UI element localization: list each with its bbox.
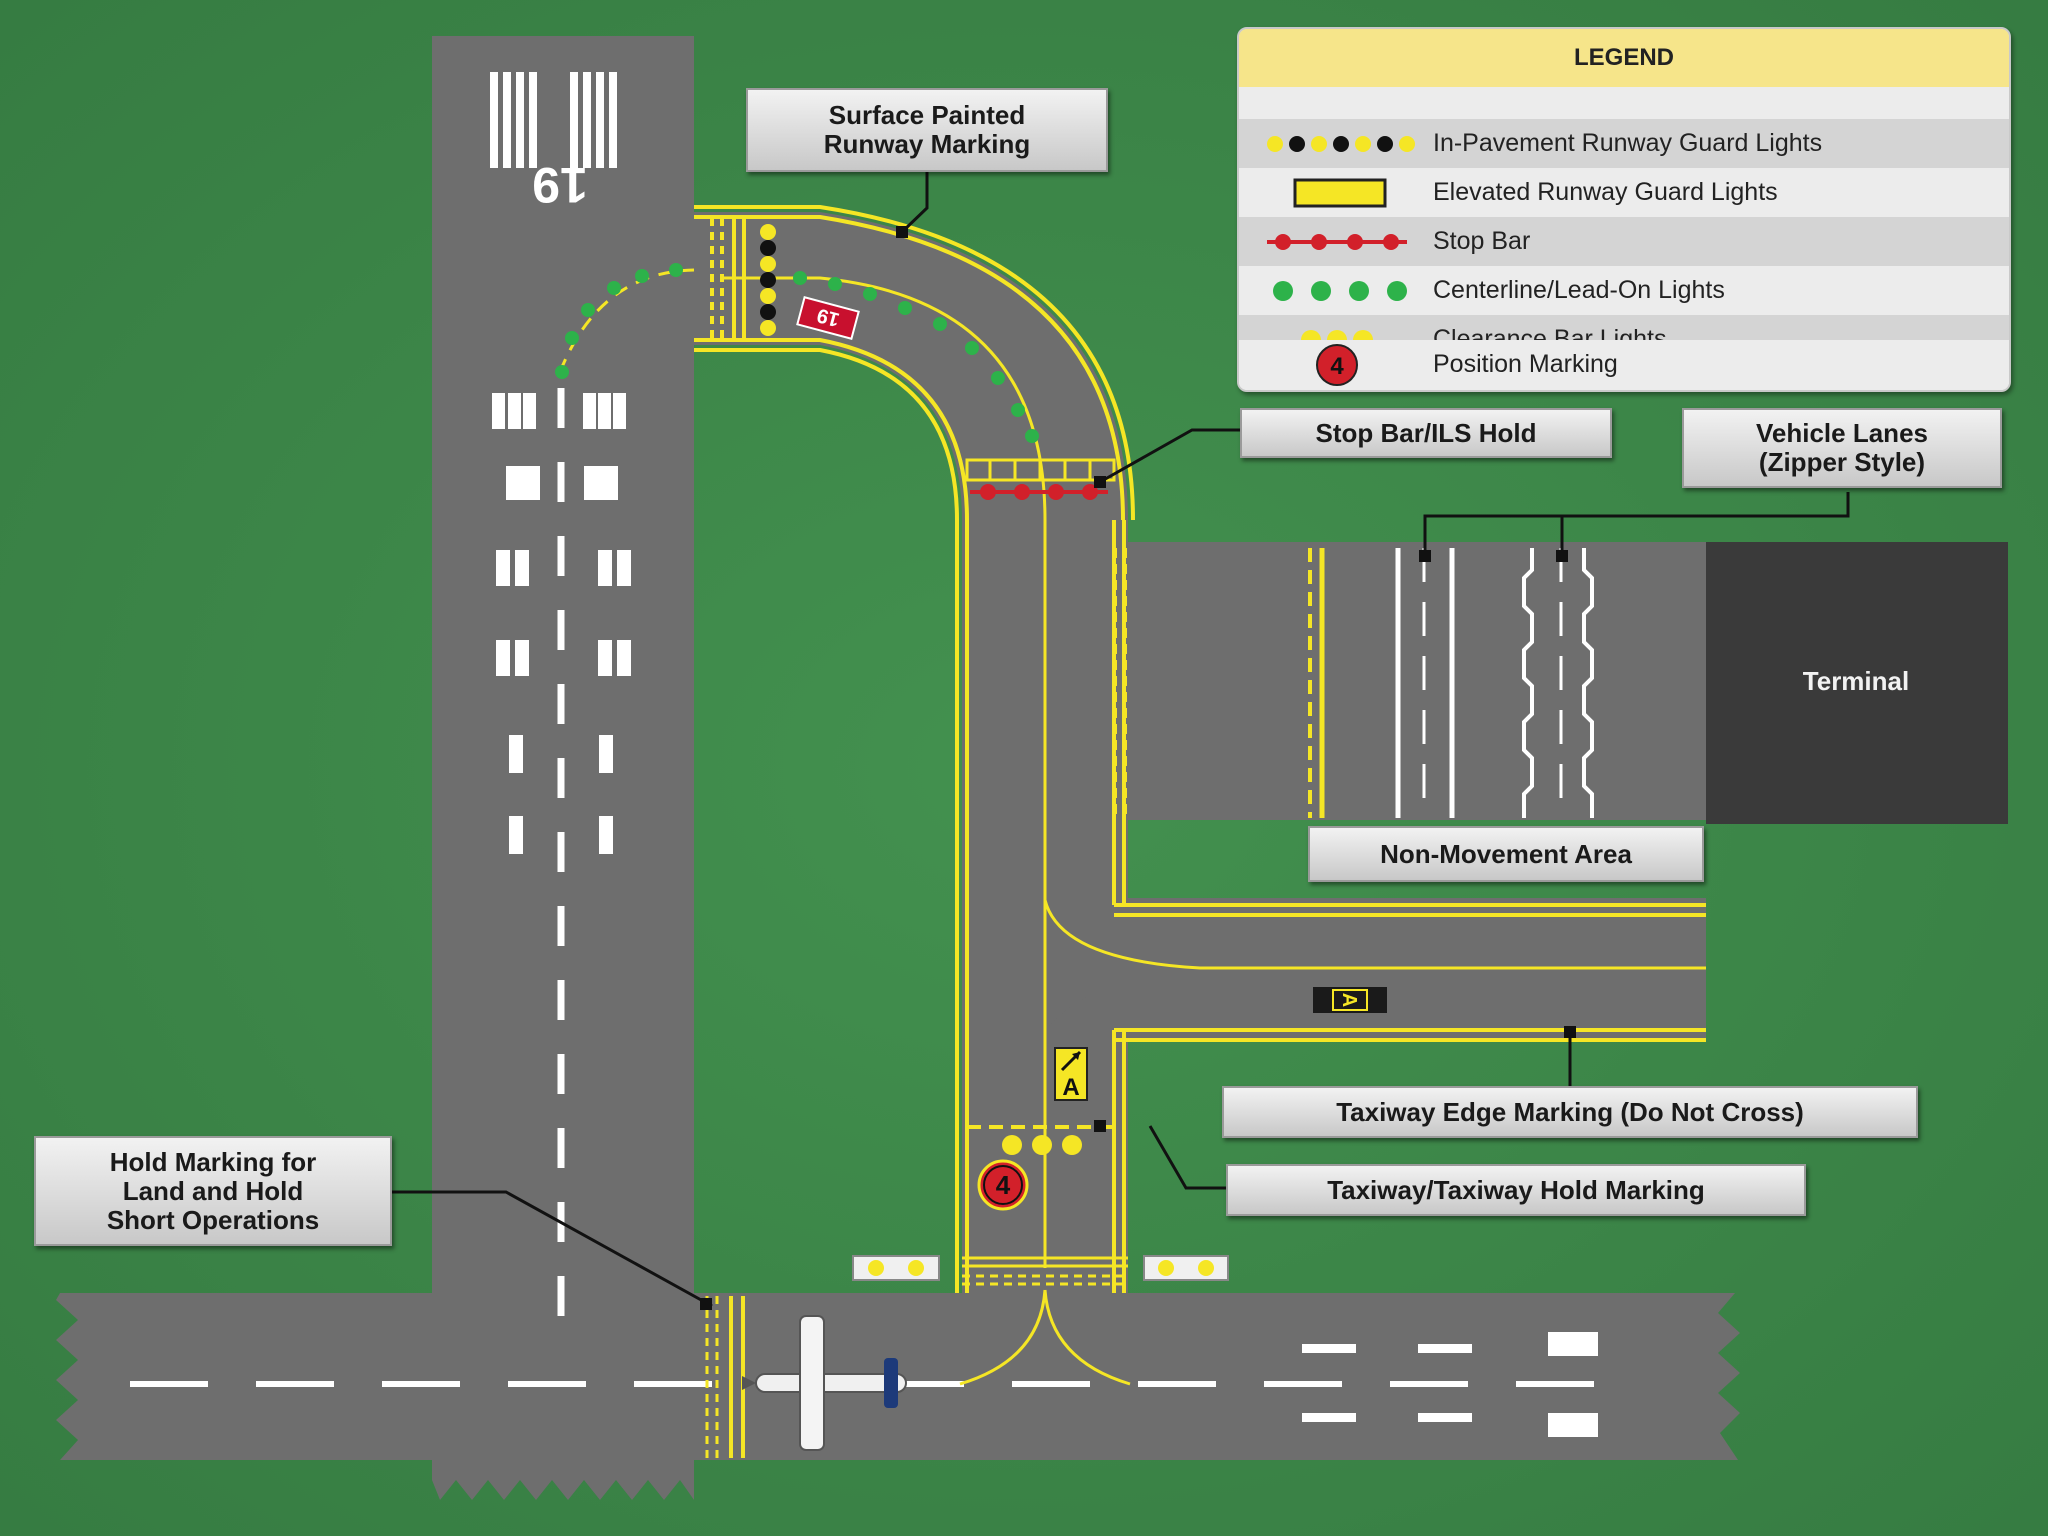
taxiway-curved: [694, 212, 1128, 1293]
taxiway-fillet: [1040, 898, 1200, 1038]
non-movement-area-callout: Non-Movement Area: [1308, 826, 1704, 882]
taxiway-direction-text: A: [1062, 1074, 1079, 1101]
legend-label: Position Marking: [1433, 350, 1618, 378]
vehicle-lanes: [1395, 548, 1594, 818]
crossing-runway-touchdown-markings: [1302, 1332, 1598, 1437]
centerline-lights-icon: [1273, 281, 1407, 301]
runway-19-pavement: [432, 36, 694, 1296]
taxiway-edge-marking-callout: Taxiway Edge Marking (Do Not Cross): [1222, 1086, 1918, 1138]
terminal-label: Terminal: [1802, 666, 1910, 696]
taxiway-location-text: A: [1338, 993, 1360, 1007]
terminal-building: [1706, 542, 2008, 824]
aircraft-icon: [742, 1315, 907, 1451]
taxiway-edge-lines: [694, 205, 1706, 1293]
vehicle-lanes-callout: Vehicle Lanes (Zipper Style): [1682, 408, 2002, 488]
taxiway-location-sign: A: [1313, 987, 1387, 1013]
elevated-runway-guard-lights-left: [852, 1255, 940, 1281]
runway-number-19: 19: [532, 157, 588, 213]
legend-label: Stop Bar: [1433, 227, 1531, 255]
legend-label: Elevated Runway Guard Lights: [1433, 178, 1778, 206]
leader-anchors: [700, 226, 1576, 1310]
runway-torn-edge: [432, 1460, 694, 1500]
taxiway-hold-marking-callout: Taxiway/Taxiway Hold Marking: [1226, 1164, 1806, 1216]
runway-location-sign: 19: [796, 296, 860, 340]
taxiway-centerline: [720, 276, 1706, 1386]
runway-hold-at-crossing: [962, 1256, 1128, 1286]
legend-item-elevated-guard-lights: Elevated Runway Guard Lights: [1239, 168, 2009, 217]
non-movement-boundary: [1113, 548, 1325, 818]
legend-item-centerline-lights: Centerline/Lead-On Lights: [1239, 266, 2009, 315]
elevated-runway-guard-lights-right: [1143, 1255, 1229, 1281]
leader-lines: [392, 170, 1850, 1308]
legend-item-position-marking: 4 Position Marking: [1239, 340, 2009, 389]
elevated-guard-lights-icon: [1293, 178, 1387, 208]
stop-bar-icon: [1267, 234, 1407, 250]
position-marking-icon-number: 4: [1330, 353, 1344, 380]
position-marking: 4: [977, 1159, 1029, 1211]
touchdown-zone-markings: [492, 393, 631, 854]
in-pavement-guard-lights-icon: [1267, 136, 1415, 152]
legend-item-in-pavement-guard-lights: In-Pavement Runway Guard Lights: [1239, 119, 2009, 168]
non-movement-area-pavement: [1128, 542, 1708, 820]
legend-label: Centerline/Lead-On Lights: [1433, 276, 1725, 304]
ils-hold-marking: [965, 458, 1116, 482]
threshold-markings: [490, 72, 617, 168]
position-marking-text: 4: [996, 1170, 1011, 1200]
position-marking-icon: 4: [1316, 344, 1358, 386]
runway-holding-position-marking: [710, 218, 746, 340]
clearance-bar-lights: [1002, 1135, 1082, 1155]
surface-painted-runway-marking-callout: Surface Painted Runway Marking: [746, 88, 1108, 172]
lahso-hold-marking-callout: Hold Marking for Land and Hold Short Ope…: [34, 1136, 392, 1246]
legend-label: In-Pavement Runway Guard Lights: [1433, 129, 1823, 157]
legend-title: LEGEND: [1239, 29, 2009, 87]
taxiway-direction-sign: A: [1054, 1047, 1088, 1101]
centerline-lead-on-lights: [555, 263, 1039, 443]
in-pavement-runway-guard-lights: [760, 224, 776, 336]
legend: LEGEND In-Pavement Runway Guard Lights E…: [1237, 27, 2011, 392]
stop-bar-ils-hold-callout: Stop Bar/ILS Hold: [1240, 408, 1612, 458]
legend-item-stop-bar: Stop Bar: [1239, 217, 2009, 266]
